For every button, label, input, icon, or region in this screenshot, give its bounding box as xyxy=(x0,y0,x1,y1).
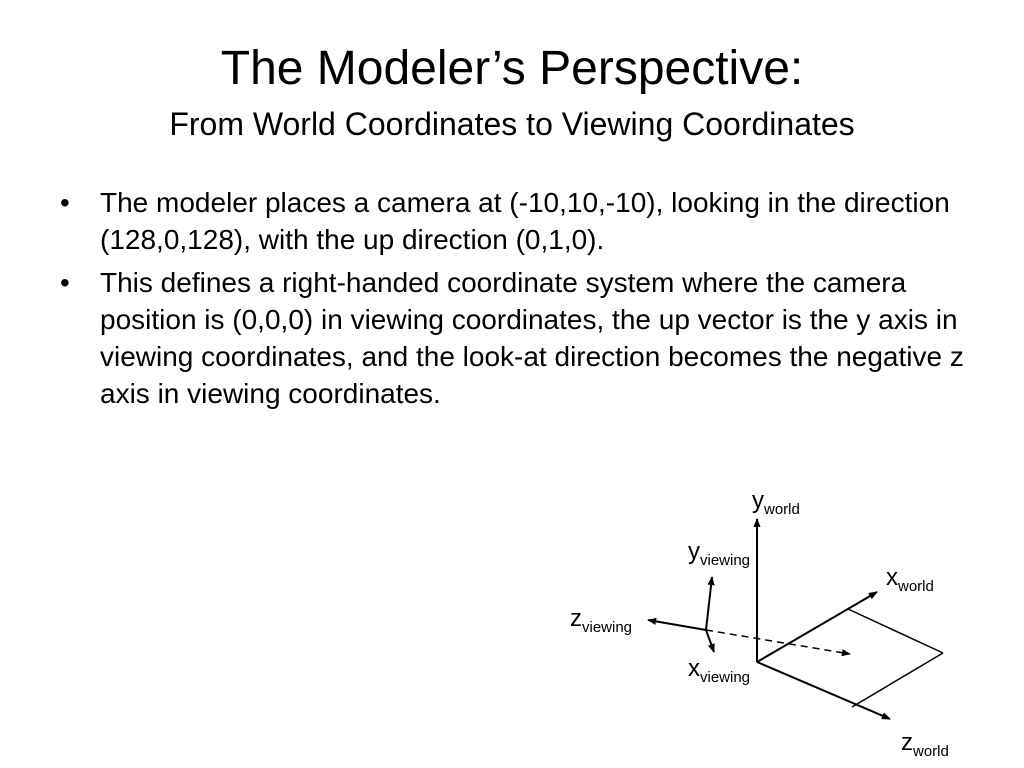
plane-edge xyxy=(847,608,944,654)
bullet-text: This defines a right-handed coordinate s… xyxy=(100,267,964,409)
look-at-line xyxy=(705,629,851,657)
slide-title: The Modeler’s Perspective: xyxy=(220,42,804,95)
x-world-label: xworld xyxy=(886,564,934,596)
bullet-marker: • xyxy=(60,187,70,218)
x-viewing-label: xviewing xyxy=(688,655,751,687)
y-viewing-axis xyxy=(705,576,715,631)
y-viewing-label: yviewing xyxy=(688,538,751,570)
z-world-label: zworld xyxy=(901,729,949,761)
bullet-item: • The modeler places a camera at (-10,10… xyxy=(58,184,978,258)
bullet-text: The modeler places a camera at (-10,10,-… xyxy=(100,187,950,255)
bullet-marker: • xyxy=(60,267,70,298)
y-world-label: yworld xyxy=(752,487,800,519)
bullet-item: • This defines a right-handed coordinate… xyxy=(58,264,978,412)
slide-title-block: The Modeler’s Perspective: From World Co… xyxy=(0,40,1024,144)
z-world-axis xyxy=(756,661,891,720)
x-viewing-axis xyxy=(705,629,715,653)
bullet-list: • The modeler places a camera at (-10,10… xyxy=(58,184,978,418)
z-viewing-axis xyxy=(647,617,707,631)
z-viewing-label: zviewing xyxy=(570,605,633,637)
slide-subtitle: From World Coordinates to Viewing Coordi… xyxy=(169,106,855,142)
plane-edge xyxy=(851,652,944,708)
x-world-axis xyxy=(756,591,878,663)
